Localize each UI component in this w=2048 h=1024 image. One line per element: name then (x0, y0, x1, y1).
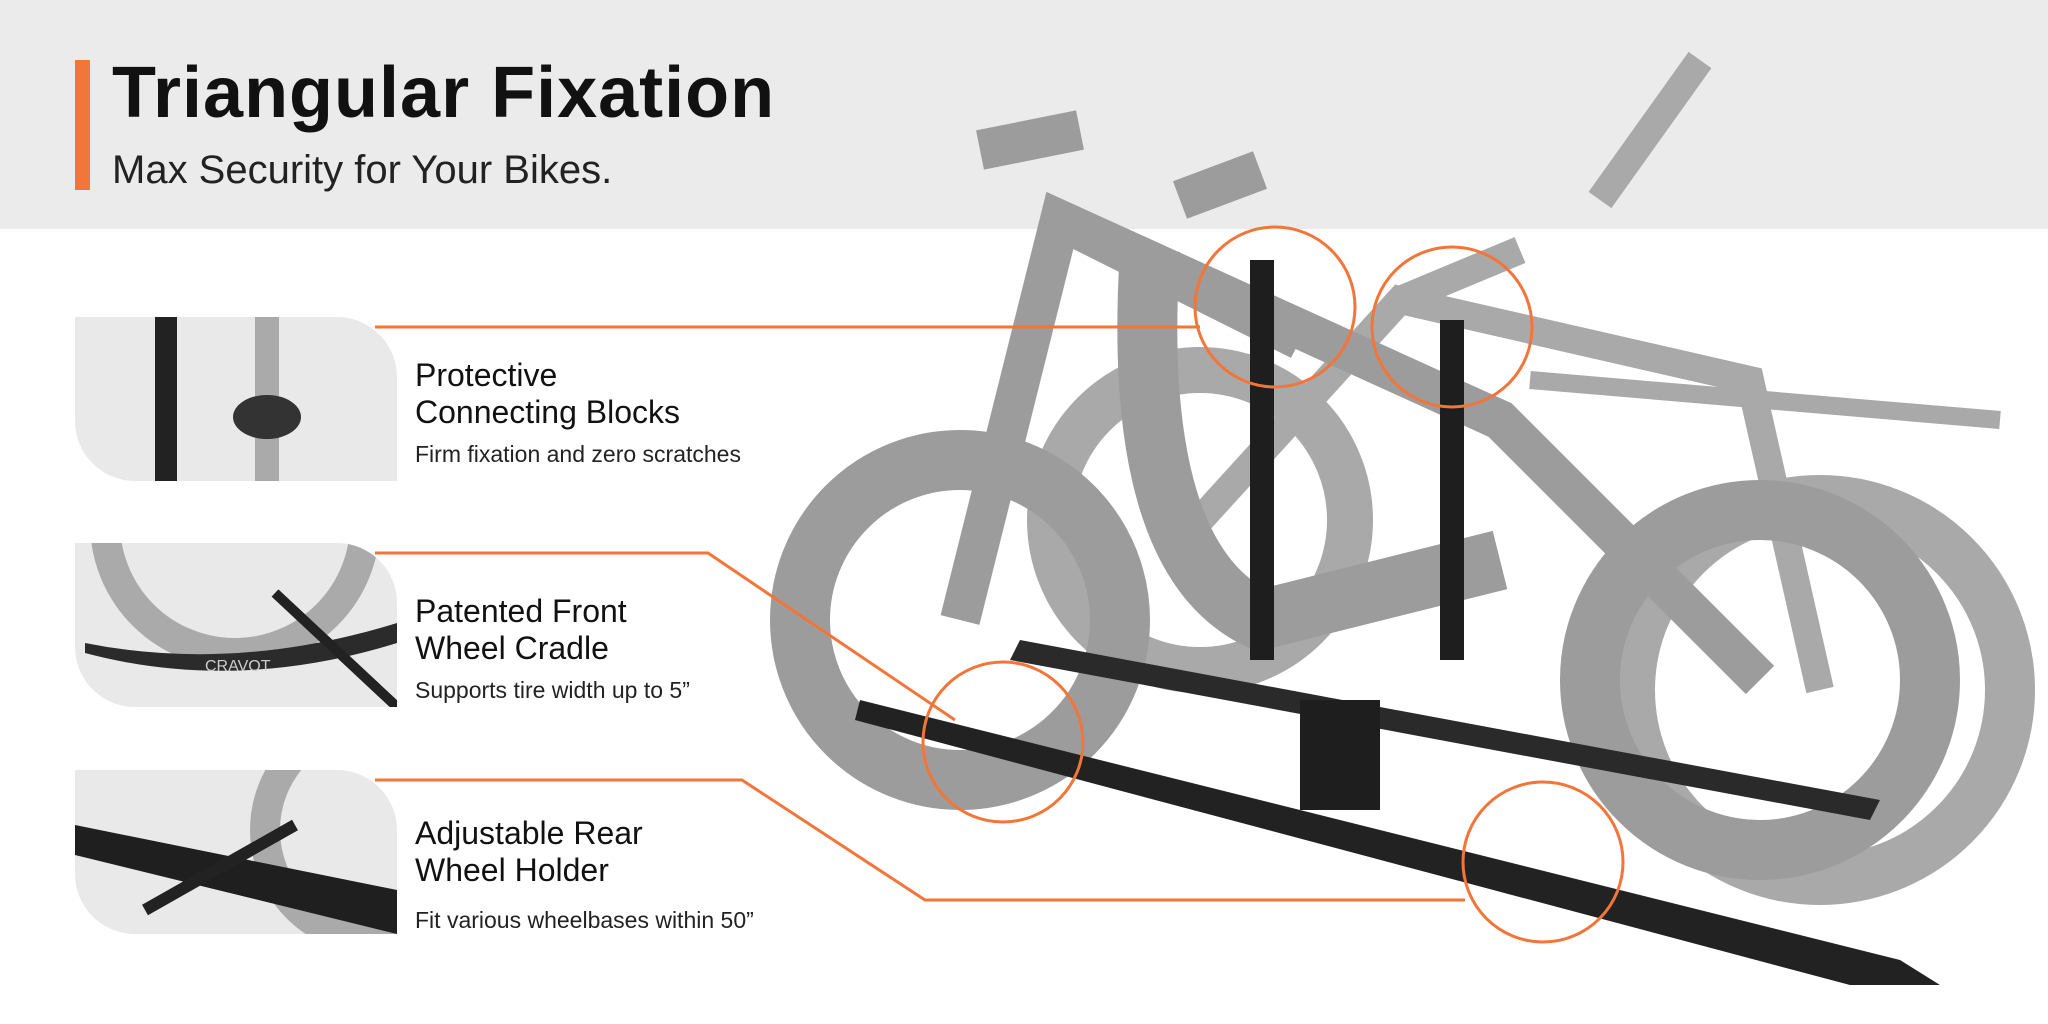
feature-description: Firm fixation and zero scratches (415, 441, 741, 467)
feature-heading-line1: Protective (415, 357, 558, 393)
feature-heading-line2: Wheel Holder (415, 852, 609, 888)
accent-bar (75, 60, 90, 190)
header-band (0, 0, 2048, 229)
rack (855, 260, 1940, 985)
feature-heading-line1: Patented Front (415, 593, 627, 629)
feature-heading-line2: Connecting Blocks (415, 394, 681, 430)
feature-description: Fit various wheelbases within 50” (415, 907, 754, 933)
page-title: Triangular Fixation (112, 53, 776, 133)
feature-front-cradle: Patented Front Wheel Cradle Supports tir… (415, 593, 690, 704)
feature-connecting-blocks: Protective Connecting Blocks Firm fixati… (415, 357, 741, 468)
feature-heading-line1: Adjustable Rear (415, 815, 643, 851)
page-subtitle: Max Security for Your Bikes. (112, 148, 613, 192)
callout-lines (375, 325, 1465, 902)
rear-holder-photo (75, 770, 397, 934)
feature-heading-line2: Wheel Cradle (415, 630, 609, 666)
feature-description: Supports tire width up to 5” (415, 677, 690, 703)
connecting-blocks-photo (75, 317, 397, 481)
feature-rear-holder: Adjustable Rear Wheel Holder Fit various… (415, 815, 754, 934)
front-cradle-photo: CRAVOT (75, 543, 397, 707)
brand-logo: CRAVOT (205, 658, 271, 675)
callout-circles (921, 225, 1625, 944)
front-bike (770, 110, 1960, 880)
